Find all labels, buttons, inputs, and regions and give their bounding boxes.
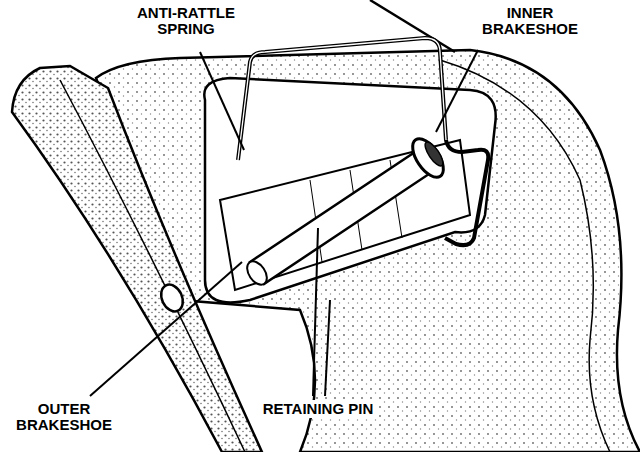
part-label: RETAINING PIN: [259, 400, 378, 418]
part-label: INNER BRAKESHOE: [466, 4, 595, 38]
pin-head: [407, 134, 450, 183]
shoe-outline: [370, 0, 455, 52]
abutment-housing: [204, 78, 495, 303]
pin-end: [243, 258, 271, 289]
inner-brakeshoe: [96, 50, 640, 452]
part-label: ANTI-RATTLE SPRING: [114, 4, 258, 38]
leader-line: [200, 52, 244, 150]
part-label: OUTER BRAKESHOE: [3, 400, 125, 434]
leader-line: [90, 262, 242, 396]
pin-clip: [422, 140, 446, 169]
leader-line: [436, 50, 478, 132]
leader-line: [313, 228, 318, 396]
leader-line: [325, 300, 330, 396]
retaining-pin: [250, 150, 432, 284]
shoe-hole: [157, 281, 187, 315]
